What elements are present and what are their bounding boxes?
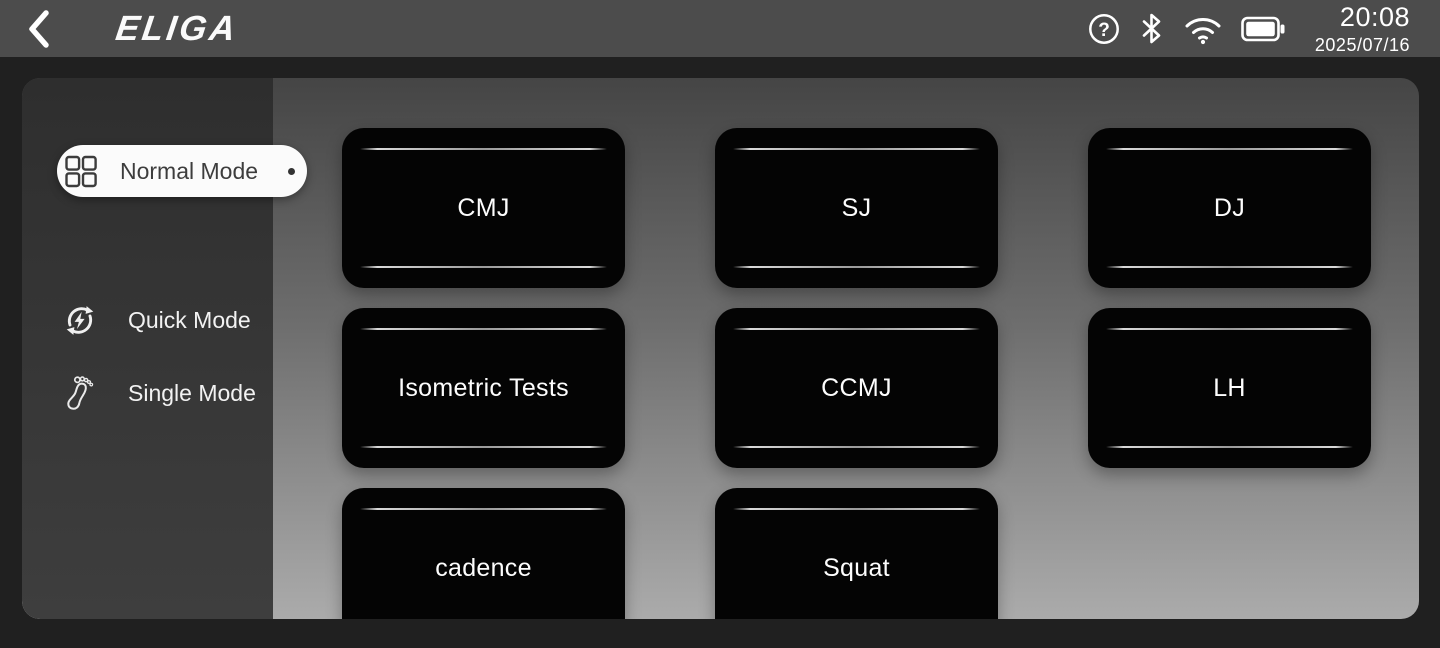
highlight-line	[360, 148, 607, 150]
highlight-line	[360, 266, 607, 268]
test-button-label: Squat	[823, 553, 890, 582]
highlight-line	[360, 446, 607, 448]
date-text: 2025/07/16	[1314, 34, 1410, 55]
highlight-line	[360, 508, 607, 510]
test-button-squat[interactable]: Squat	[715, 488, 998, 619]
test-button-label: cadence	[435, 553, 532, 582]
sidebar-item-normal-mode[interactable]: Normal Mode	[57, 145, 307, 197]
sidebar-item-single-mode[interactable]: Single Mode	[22, 367, 273, 419]
svg-text:?: ?	[1098, 20, 1110, 41]
test-button-label: SJ	[841, 193, 872, 222]
test-button-cmj[interactable]: CMJ	[342, 128, 625, 288]
mode-sidebar: Normal Mode Quick Mode	[22, 78, 307, 619]
test-button-label: DJ	[1213, 193, 1246, 222]
clock: 20:08 2025/07/16	[1314, 1, 1410, 55]
chevron-left-icon	[29, 9, 49, 48]
highlight-line	[733, 266, 980, 268]
status-cluster: ? 20:08 2025/07/16	[1087, 1, 1410, 55]
test-grid: CMJ SJ DJ Isometric Tests CCMJ LH	[22, 78, 1419, 619]
test-button-label: LH	[1213, 373, 1246, 402]
wifi-icon	[1182, 12, 1224, 45]
selected-dot	[288, 167, 295, 175]
content-panel: CMJ SJ DJ Isometric Tests CCMJ LH	[22, 78, 1419, 619]
sidebar-item-label: Quick Mode	[128, 306, 251, 333]
battery-icon	[1241, 15, 1286, 43]
grid-icon	[63, 151, 99, 191]
sidebar-item-quick-mode[interactable]: Quick Mode	[22, 294, 273, 346]
bluetooth-icon	[1138, 11, 1165, 46]
highlight-line	[360, 328, 607, 330]
time-text: 20:08	[1339, 1, 1410, 32]
top-bar: ELIGA ?	[0, 0, 1440, 57]
test-button-sj[interactable]: SJ	[715, 128, 998, 288]
test-button-cadence[interactable]: cadence	[342, 488, 625, 619]
sidebar-item-label: Normal Mode	[120, 157, 259, 184]
highlight-line	[733, 508, 980, 510]
test-button-ccmj[interactable]: CCMJ	[715, 308, 998, 468]
help-icon[interactable]: ?	[1087, 12, 1121, 46]
test-button-label: CCMJ	[821, 373, 892, 402]
test-button-label: CMJ	[457, 193, 510, 222]
highlight-line	[1106, 148, 1353, 150]
test-button-label: Isometric Tests	[398, 373, 569, 402]
footprint-icon	[62, 373, 98, 413]
app-logo: ELIGA	[113, 8, 241, 48]
sidebar-item-label: Single Mode	[128, 379, 256, 406]
test-button-dj[interactable]: DJ	[1088, 128, 1371, 288]
highlight-line	[733, 446, 980, 448]
highlight-line	[1106, 328, 1353, 330]
highlight-line	[733, 328, 980, 330]
back-button[interactable]	[22, 7, 56, 51]
test-button-lh[interactable]: LH	[1088, 308, 1371, 468]
sync-bolt-icon	[62, 300, 98, 340]
highlight-line	[733, 148, 980, 150]
highlight-line	[1106, 446, 1353, 448]
highlight-line	[1106, 266, 1353, 268]
test-button-isometric-tests[interactable]: Isometric Tests	[342, 308, 625, 468]
